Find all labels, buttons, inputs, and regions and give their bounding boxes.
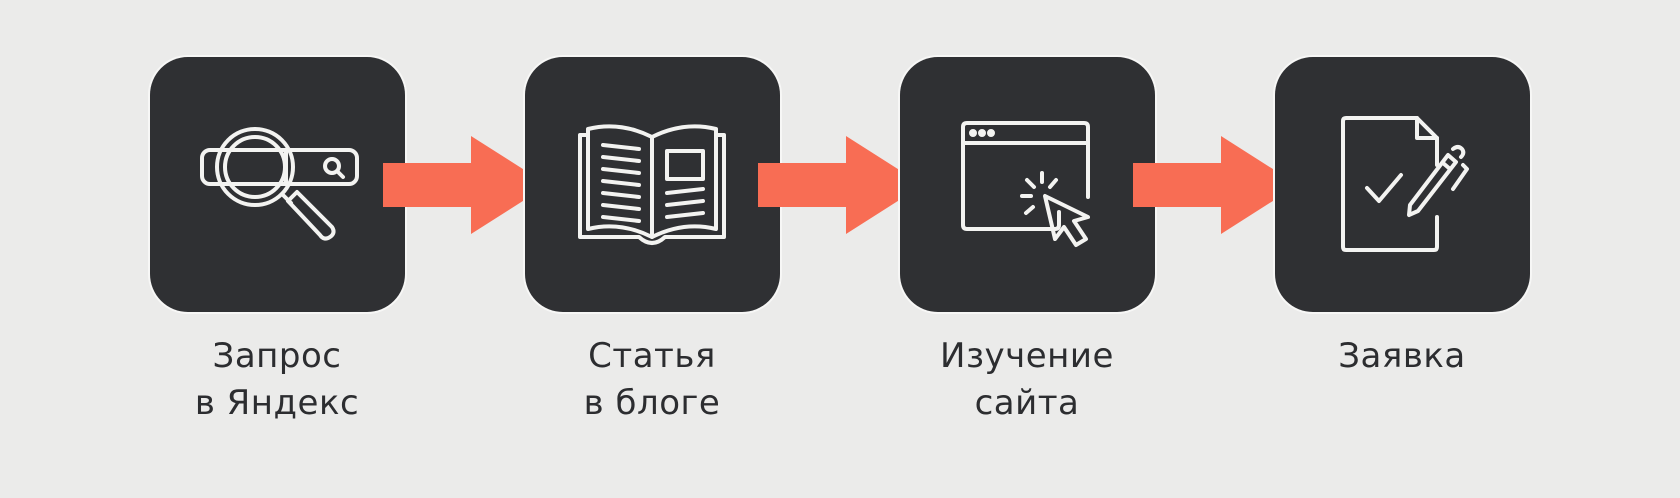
step-2-label-line-1: Статья bbox=[588, 336, 716, 376]
step-3-label-line-2: сайта bbox=[974, 383, 1080, 423]
step-4-tile bbox=[1275, 57, 1530, 312]
flow-arrow-3 bbox=[1133, 136, 1298, 234]
step-1-label-line-2: в Яндекс bbox=[194, 383, 360, 423]
step-2-label: Статья в блоге bbox=[502, 333, 802, 427]
open-book-icon bbox=[578, 124, 726, 245]
flow-arrow-2 bbox=[758, 136, 923, 234]
step-2-label-line-2: в блоге bbox=[583, 383, 721, 423]
step-4-label: Заявка bbox=[1252, 333, 1552, 380]
flow-arrow-1 bbox=[383, 136, 548, 234]
search-bar-magnifier-icon bbox=[200, 127, 359, 241]
browser-cursor-click-icon bbox=[961, 121, 1090, 247]
step-1-label-line-1: Запрос bbox=[212, 336, 342, 376]
step-3-tile bbox=[900, 57, 1155, 312]
step-4-label-line-1: Заявка bbox=[1338, 336, 1466, 376]
step-1-label: Запрос в Яндекс bbox=[127, 333, 427, 427]
form-checkmark-pencil-icon bbox=[1341, 116, 1469, 252]
step-3-label-line-1: Изучение bbox=[940, 336, 1114, 376]
step-3-label: Изучение сайта bbox=[877, 333, 1177, 427]
step-2-tile bbox=[525, 57, 780, 312]
step-1-tile bbox=[150, 57, 405, 312]
